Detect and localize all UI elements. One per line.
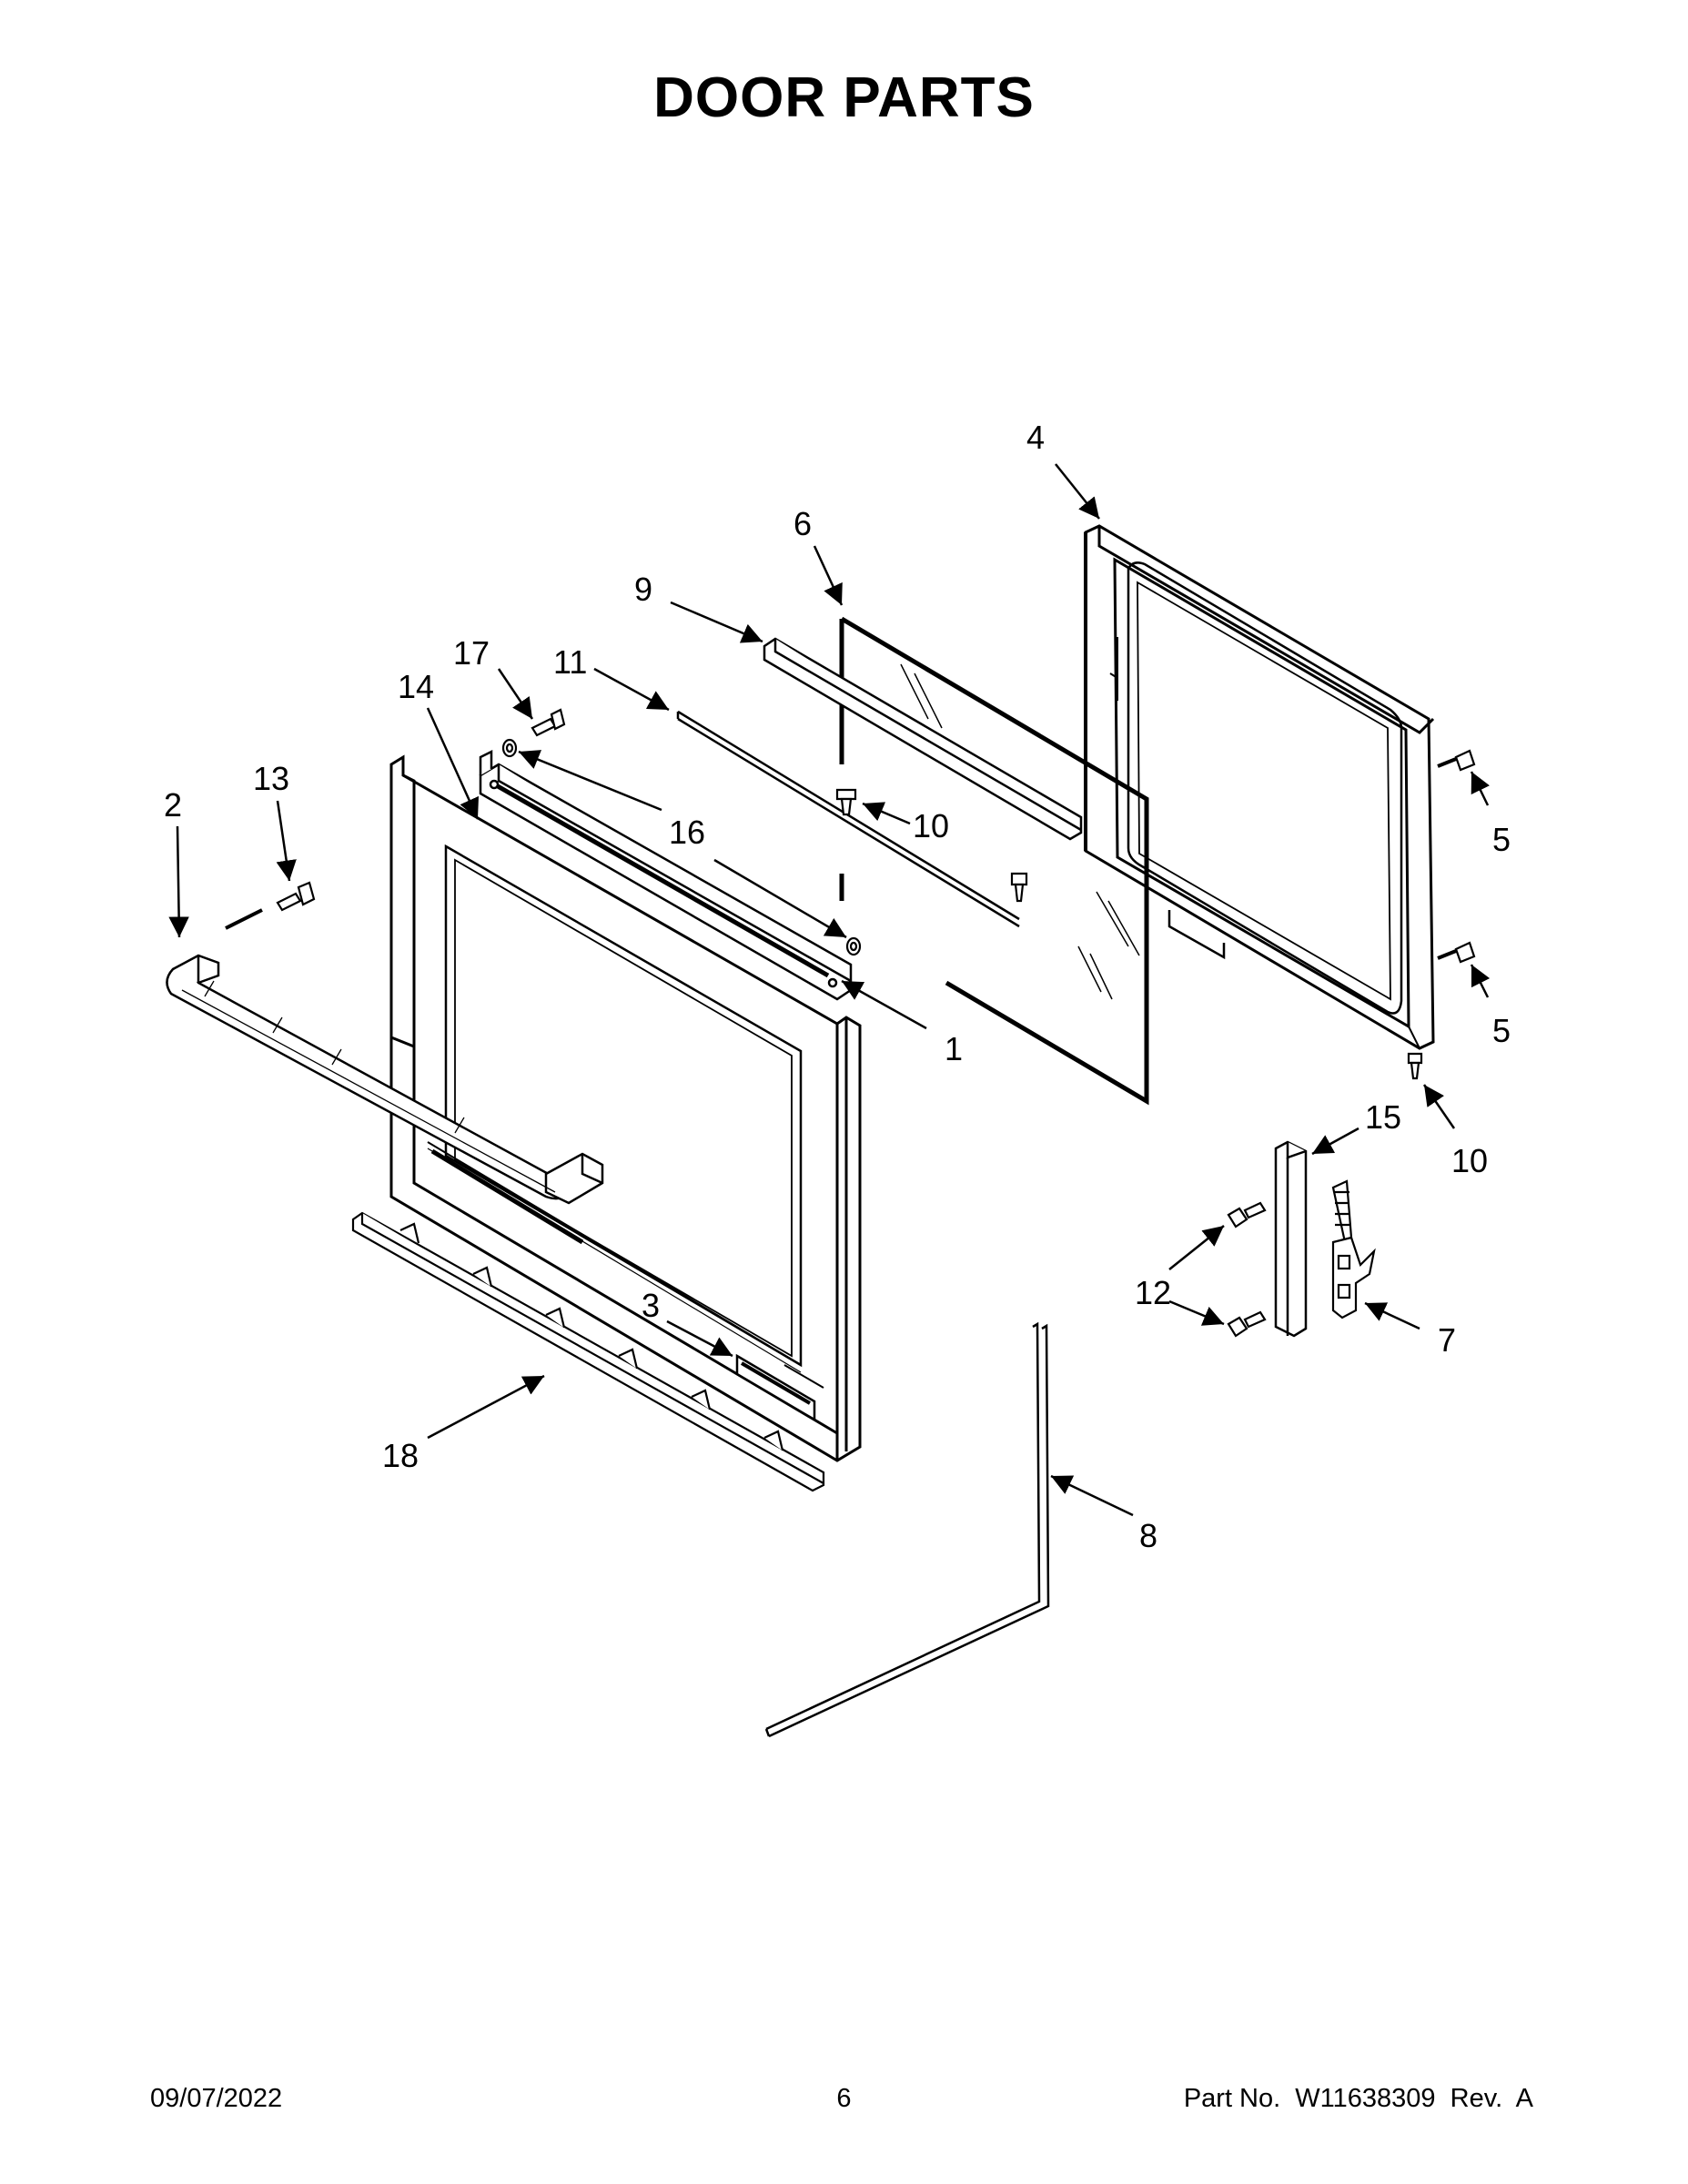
screw-10c (1407, 1052, 1423, 1080)
screws (225, 708, 1476, 1338)
callout-5-bottom: 5 (1492, 1012, 1511, 1049)
callout-11: 11 (553, 643, 587, 681)
washer-16a (501, 738, 518, 758)
screw-5b (1437, 941, 1476, 964)
footer-date: 09/07/2022 (150, 2084, 283, 2113)
screw-10a (835, 788, 857, 816)
callout-2: 2 (164, 786, 182, 824)
callout-labels: 4 6 9 11 17 14 13 2 16 10 1 5 5 15 10 12… (164, 419, 1511, 1554)
page-title: DOOR PARTS (653, 66, 1035, 129)
callout-18: 18 (382, 1437, 419, 1474)
door-badge (735, 1353, 816, 1422)
callout-4: 4 (1026, 419, 1045, 456)
washer-16b (845, 936, 862, 956)
callout-9: 9 (634, 571, 652, 608)
screw-12b (1227, 1310, 1267, 1338)
callout-1: 1 (945, 1030, 963, 1067)
callout-17: 17 (453, 634, 490, 672)
outer-door-panel (389, 754, 862, 1462)
screw-13 (225, 881, 316, 930)
leader-lines (168, 463, 1491, 1517)
callout-10-top: 10 (913, 807, 949, 844)
callout-8: 8 (1139, 1517, 1157, 1554)
callout-13: 13 (253, 760, 289, 797)
callout-3: 3 (642, 1287, 660, 1324)
callout-14: 14 (398, 668, 434, 705)
callout-16: 16 (669, 814, 705, 851)
callout-15: 15 (1365, 1098, 1401, 1136)
screw-12a (1227, 1201, 1267, 1228)
bottom-vent-trim (351, 1211, 825, 1492)
callout-6: 6 (793, 505, 812, 542)
inner-door-liner (1084, 524, 1435, 1050)
callout-5-top: 5 (1492, 821, 1511, 858)
footer-page-number: 6 (836, 2084, 852, 2113)
door-bracket (479, 749, 853, 1001)
door-gasket (764, 1321, 1050, 1738)
callout-10-right: 10 (1451, 1142, 1488, 1179)
callout-7: 7 (1438, 1321, 1456, 1359)
screw-5a (1437, 749, 1476, 772)
callout-12: 12 (1135, 1274, 1171, 1311)
hinge-receptacle (1274, 1140, 1308, 1338)
door-handle (166, 954, 604, 1205)
screw-17 (531, 708, 566, 737)
door-hinge (1331, 1179, 1376, 1320)
screw-10b (1010, 872, 1028, 903)
footer-part-number: Part No. W11638309 Rev. A (1183, 2084, 1533, 2113)
glass-trim-strip (763, 637, 1083, 841)
